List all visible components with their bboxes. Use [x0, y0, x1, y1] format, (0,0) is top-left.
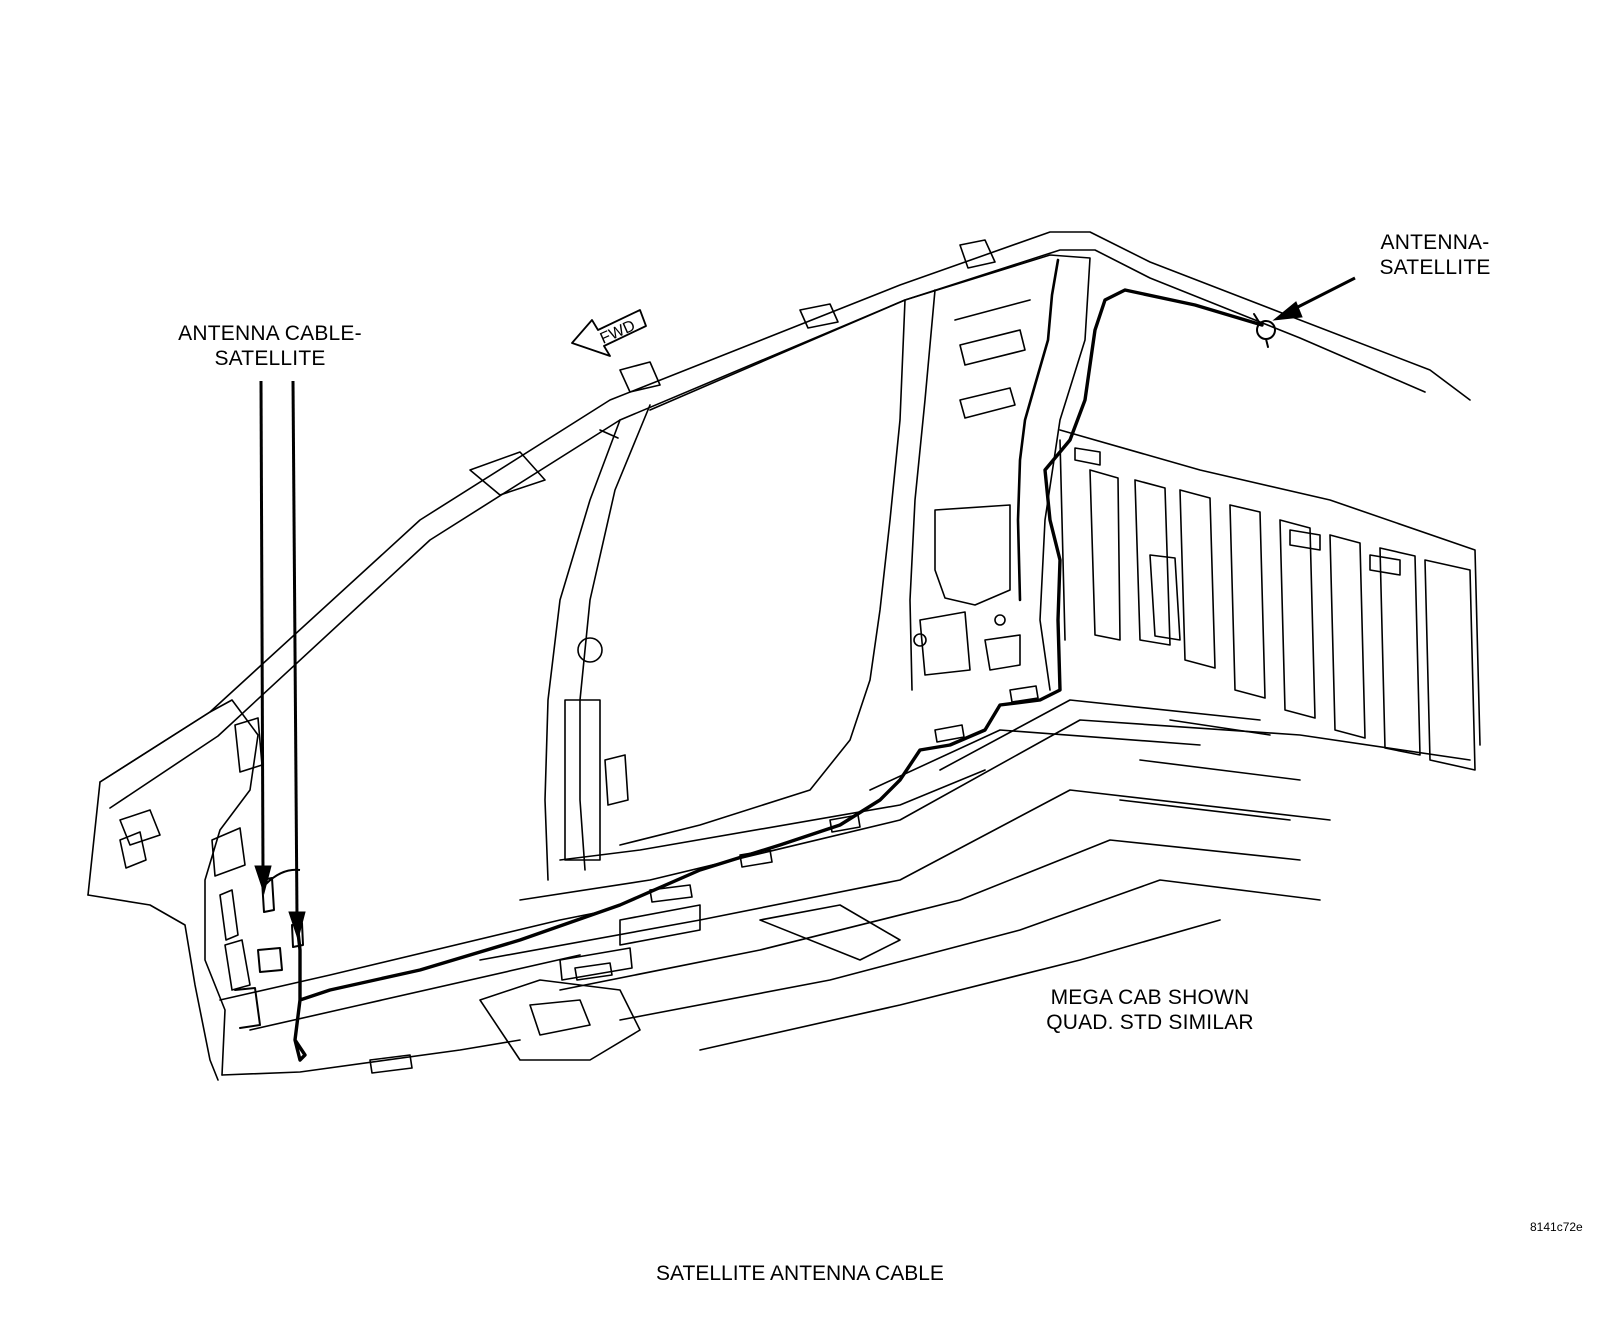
antenna-cable-callout: ANTENNA CABLE- SATELLITE	[150, 321, 390, 371]
front-pillar	[87, 699, 263, 1081]
model-note-line2: QUAD. STD SIMILAR	[1046, 1011, 1254, 1034]
center-pillar	[544, 404, 986, 881]
fwd-label: FWD	[598, 317, 638, 347]
door-opening	[619, 299, 906, 846]
rear-pillar	[904, 254, 1091, 691]
figure-id: 8141c72e	[1530, 1220, 1583, 1234]
antenna-cable-callout-line1: ANTENNA CABLE-	[178, 322, 362, 345]
antenna-callout-line1: ANTENNA-	[1380, 231, 1490, 254]
floor-console	[479, 904, 901, 1061]
antenna-cable-callout-line2: SATELLITE	[214, 347, 326, 370]
cable-connector-icon	[234, 877, 304, 1029]
floor-pan	[479, 699, 1471, 1051]
satellite-antenna-cable	[293, 288, 1264, 1062]
fwd-arrow-icon	[571, 309, 647, 357]
figure-title: SATELLITE ANTENNA CABLE	[656, 1262, 944, 1285]
leader-arrows	[254, 276, 1356, 941]
cable-branch	[1016, 258, 1060, 602]
rear-cab-wall	[1059, 429, 1481, 771]
model-note-line1: MEGA CAB SHOWN	[1050, 986, 1250, 1009]
satellite-antenna-icon	[1253, 313, 1276, 348]
door-sill	[219, 685, 1039, 1076]
antenna-callout: ANTENNA- SATELLITE	[1360, 230, 1510, 280]
antenna-callout-line2: SATELLITE	[1379, 256, 1491, 279]
roof-rail	[99, 231, 1471, 809]
model-note: MEGA CAB SHOWN QUAD. STD SIMILAR	[1000, 985, 1300, 1035]
